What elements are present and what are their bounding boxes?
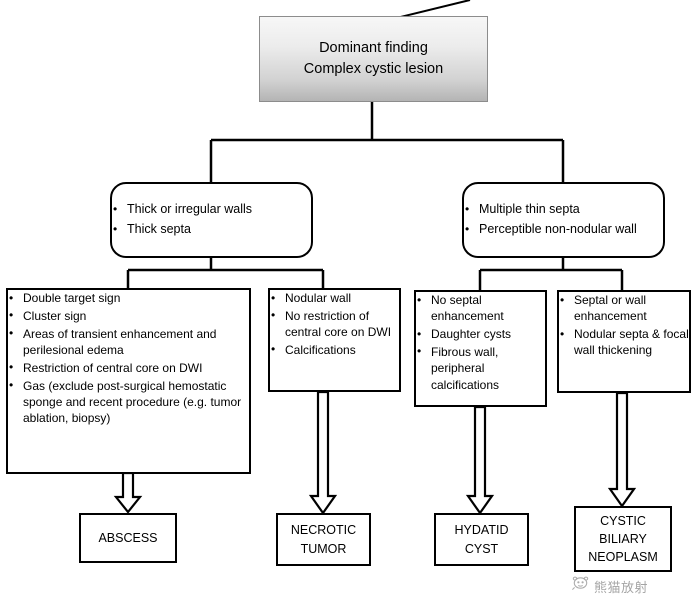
diagnosis-label: TUMOR xyxy=(300,541,347,556)
bullet-list: Septal or wall enhancement Nodular septa… xyxy=(559,292,689,360)
root-title-line-2: Complex cystic lesion xyxy=(303,61,444,77)
bullet-item: Double target sign xyxy=(8,289,249,306)
criteria-node-thick-irregular-walls[interactable]: Thick or irregular walls Thick septa xyxy=(110,182,313,258)
bullet-item: Thick septa xyxy=(112,220,311,239)
bullet-item: Areas of transient enhancement and peril… xyxy=(8,325,249,359)
diagnosis-node-cystic-biliary-neoplasm[interactable]: CYSTIC BILIARY NEOPLASM xyxy=(574,506,672,572)
bullet-list: Nodular wall No restriction of central c… xyxy=(270,289,399,360)
diagnosis-label: BILIARY xyxy=(599,531,647,546)
detail-node-hydatid-cyst-features[interactable]: No septal enhancement Daughter cysts Fib… xyxy=(414,290,547,407)
bullet-item: Perceptible non-nodular wall xyxy=(464,220,663,239)
bullet-item: Calcifications xyxy=(270,341,399,358)
watermark: 熊猫放射 xyxy=(572,576,648,596)
root-node-dominant-finding[interactable]: Dominant finding Complex cystic lesion xyxy=(259,16,488,102)
criteria-node-multiple-thin-septa[interactable]: Multiple thin septa Perceptible non-nodu… xyxy=(462,182,665,258)
bullet-list: Double target sign Cluster sign Areas of… xyxy=(8,289,249,428)
root-title-line-1: Dominant finding xyxy=(319,40,428,57)
bullet-list: Multiple thin septa Perceptible non-nodu… xyxy=(464,200,663,240)
diagnosis-label: NECROTIC xyxy=(290,523,357,538)
arrow-to-cystic-biliary-neoplasm xyxy=(607,391,637,508)
arrow-to-hydatid-cyst xyxy=(465,405,495,515)
detail-node-necrotic-tumor-features[interactable]: Nodular wall No restriction of central c… xyxy=(268,288,401,392)
bullet-item: Gas (exclude post-surgical hemostatic sp… xyxy=(8,377,249,427)
bullet-list: Thick or irregular walls Thick septa xyxy=(112,200,311,240)
bullet-item: Septal or wall enhancement xyxy=(559,292,689,325)
arrow-to-necrotic-tumor xyxy=(308,390,338,515)
bullet-item: Nodular wall xyxy=(270,289,399,306)
diagnosis-label: NEOPLASM xyxy=(588,550,658,565)
bullet-item: Nodular septa & focal wall thickening xyxy=(559,326,689,359)
diagnosis-node-hydatid-cyst[interactable]: HYDATID CYST xyxy=(434,513,529,566)
bullet-item: No septal enhancement xyxy=(416,292,545,325)
bullet-list: No septal enhancement Daughter cysts Fib… xyxy=(416,292,545,394)
diagnosis-label: CYSTIC xyxy=(600,513,646,528)
detail-node-abscess-features[interactable]: Double target sign Cluster sign Areas of… xyxy=(6,288,251,474)
bullet-item: Daughter cysts xyxy=(416,326,545,343)
diagnosis-label: HYDATID xyxy=(454,523,509,538)
bullet-item: Multiple thin septa xyxy=(464,200,663,219)
bullet-item: No restriction of central core on DWI xyxy=(270,307,399,341)
bullet-item: Cluster sign xyxy=(8,307,249,324)
diagnosis-node-necrotic-tumor[interactable]: NECROTIC TUMOR xyxy=(276,513,371,566)
bullet-item: Thick or irregular walls xyxy=(112,200,311,219)
bullet-item: Fibrous wall, peripheral calcifications xyxy=(416,343,545,393)
arrow-to-abscess xyxy=(113,471,143,514)
detail-node-cystic-biliary-neoplasm-features[interactable]: Septal or wall enhancement Nodular septa… xyxy=(557,290,691,393)
diagnosis-label: ABSCESS xyxy=(98,530,158,545)
watermark-text: 熊猫放射 xyxy=(594,579,649,595)
diagnosis-node-abscess[interactable]: ABSCESS xyxy=(79,513,177,563)
bullet-item: Restriction of central core on DWI xyxy=(8,359,249,376)
panda-chat-icon xyxy=(572,576,589,596)
diagnosis-label: CYST xyxy=(464,541,499,556)
